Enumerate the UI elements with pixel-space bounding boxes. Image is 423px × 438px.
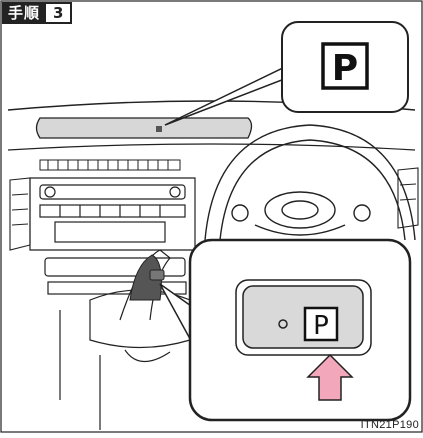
step-number: 3 bbox=[46, 2, 72, 24]
p-button[interactable] bbox=[243, 286, 363, 348]
p-button-small[interactable] bbox=[150, 270, 164, 280]
button-callout: P bbox=[160, 240, 410, 420]
step-word: 手順 bbox=[2, 2, 46, 24]
p-button-letter: P bbox=[313, 311, 329, 341]
parking-indicator-letter: P bbox=[332, 48, 358, 89]
top-display bbox=[37, 118, 252, 138]
step-tag: 手順 3 bbox=[2, 2, 72, 24]
image-code: ITN21P190 bbox=[361, 419, 419, 431]
